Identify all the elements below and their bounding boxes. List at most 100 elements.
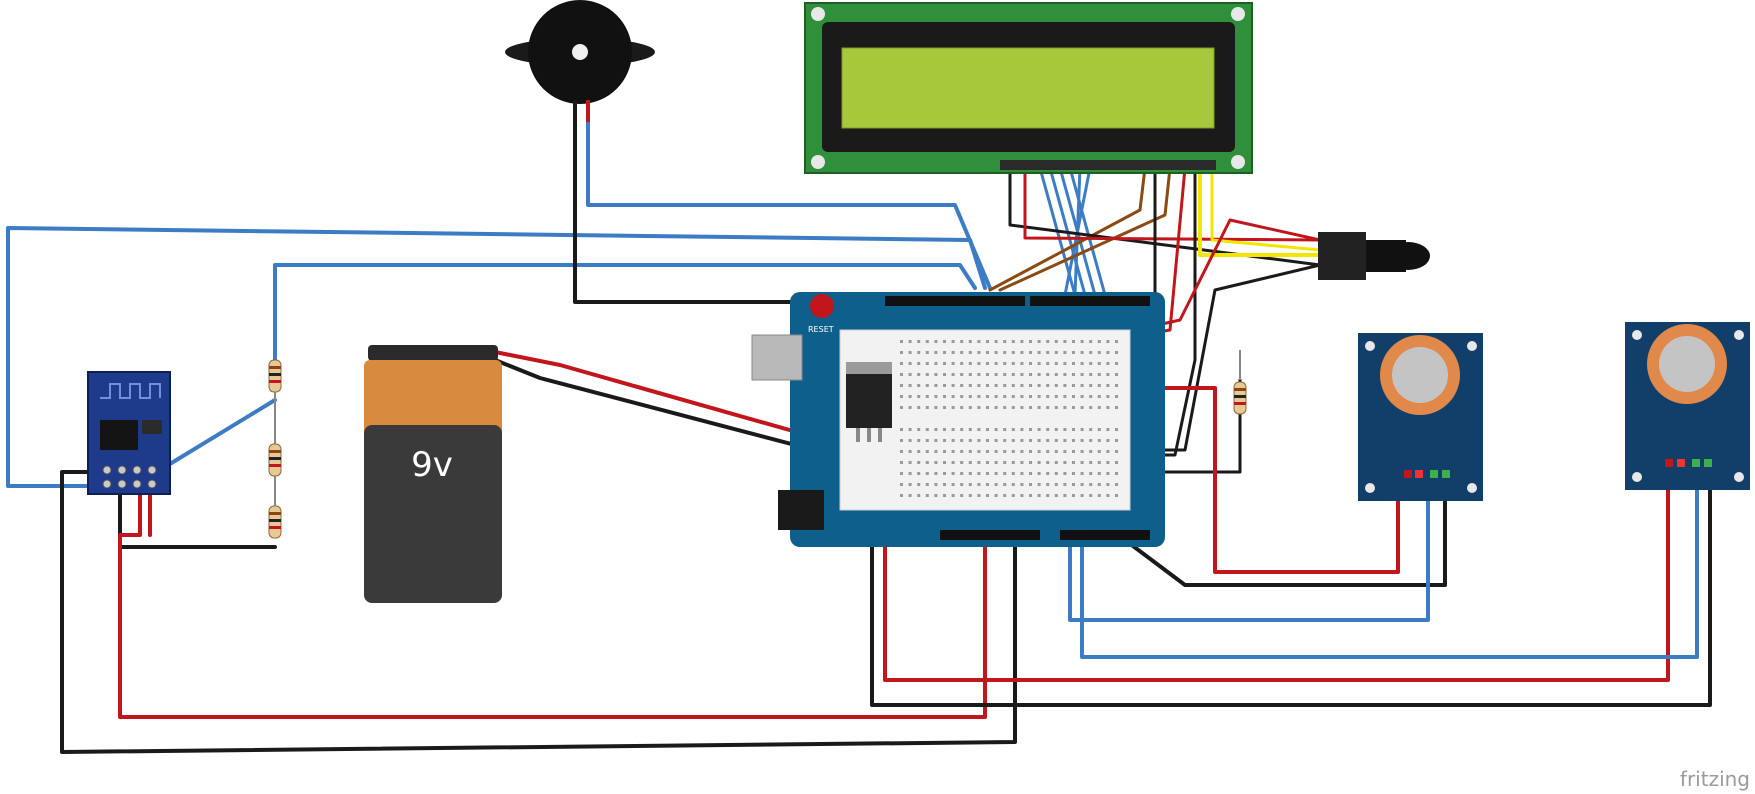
breadboard-hole	[1072, 461, 1075, 464]
breadboard-hole	[1020, 395, 1024, 398]
breadboard-hole	[1020, 461, 1024, 464]
breadboard-hole	[1089, 406, 1093, 409]
lcd-pin-header	[1000, 160, 1216, 170]
breadboard-hole	[1011, 373, 1015, 376]
breadboard-hole	[934, 494, 938, 497]
breadboard-hole	[1011, 450, 1015, 453]
battery-9v: 9v	[364, 345, 502, 603]
breadboard-hole	[1072, 439, 1075, 442]
breadboard-hole	[951, 373, 955, 376]
breadboard-hole	[1054, 351, 1058, 354]
breadboard-hole	[934, 395, 938, 398]
breadboard-hole	[1106, 439, 1110, 442]
breadboard-hole	[1003, 461, 1007, 464]
breadboard-hole	[1054, 428, 1058, 431]
breadboard-hole	[1046, 351, 1050, 354]
breadboard-hole	[1037, 483, 1041, 486]
breadboard-hole	[900, 340, 903, 343]
breadboard-hole	[1037, 494, 1041, 497]
breadboard-hole	[986, 373, 989, 376]
breadboard-hole	[986, 384, 989, 387]
breadboard-hole	[1054, 395, 1058, 398]
breadboard-hole	[1020, 384, 1024, 387]
breadboard-hole	[1115, 472, 1118, 475]
breadboard-hole	[1011, 461, 1015, 464]
breadboard-hole	[925, 428, 929, 431]
breadboard-hole	[977, 461, 981, 464]
breadboard-hole	[934, 450, 938, 453]
breadboard-hole	[977, 351, 981, 354]
breadboard-hole	[943, 373, 946, 376]
breadboard-hole	[1037, 340, 1041, 343]
breadboard-hole	[1097, 472, 1101, 475]
breadboard-hole	[925, 406, 929, 409]
esp-flash	[142, 420, 162, 434]
breadboard-hole	[994, 472, 998, 475]
breadboard-hole	[1063, 450, 1067, 453]
breadboard-hole	[1029, 384, 1032, 387]
wire-blue-esp-rx	[158, 398, 277, 472]
breadboard-hole	[1115, 362, 1118, 365]
breadboard-hole	[917, 483, 921, 486]
breadboard-hole	[1115, 461, 1118, 464]
breadboard-hole	[1037, 373, 1041, 376]
breadboard-hole	[1097, 483, 1101, 486]
breadboard-hole	[1097, 450, 1101, 453]
breadboard-hole	[908, 340, 912, 343]
wire-blue-sensor1	[1068, 470, 1430, 622]
breadboard-hole	[917, 373, 921, 376]
breadboard-hole	[908, 472, 912, 475]
breadboard-hole	[1029, 351, 1032, 354]
breadboard-hole	[934, 340, 938, 343]
breadboard-hole	[994, 406, 998, 409]
breadboard-hole	[908, 373, 912, 376]
breadboard-hole	[925, 450, 929, 453]
breadboard-hole	[1063, 461, 1067, 464]
breadboard-hole	[908, 483, 912, 486]
breadboard-hole	[934, 406, 938, 409]
breadboard-hole	[994, 362, 998, 365]
wire-blue-sensor2	[1080, 456, 1699, 659]
breadboard-hole	[1046, 439, 1050, 442]
breadboard-hole	[951, 450, 955, 453]
breadboard-hole	[960, 395, 964, 398]
breadboard-hole	[994, 494, 998, 497]
breadboard-hole	[1080, 340, 1084, 343]
power-jack	[778, 490, 824, 530]
breadboard-hole	[951, 428, 955, 431]
breadboard-hole	[960, 406, 964, 409]
breadboard-hole	[1072, 351, 1075, 354]
breadboard-hole	[1046, 340, 1050, 343]
breadboard-hole	[1011, 472, 1015, 475]
breadboard-hole	[1003, 406, 1007, 409]
breadboard-hole	[1106, 373, 1110, 376]
breadboard-hole	[1011, 406, 1015, 409]
breadboard-hole	[1115, 450, 1118, 453]
breadboard-hole	[943, 406, 946, 409]
breadboard-hole	[925, 373, 929, 376]
breadboard-hole	[960, 439, 964, 442]
breadboard-hole	[934, 461, 938, 464]
breadboard-hole	[1037, 472, 1041, 475]
breadboard-hole	[986, 439, 989, 442]
battery-label: 9v	[411, 445, 453, 485]
breadboard-hole	[1089, 384, 1093, 387]
breadboard-hole	[1029, 494, 1032, 497]
breadboard-hole	[917, 351, 921, 354]
breadboard-hole	[1097, 439, 1101, 442]
breadboard-hole	[1011, 483, 1015, 486]
breadboard-hole	[917, 362, 921, 365]
breadboard-hole	[1054, 450, 1058, 453]
breadboard-hole	[943, 428, 946, 431]
breadboard-hole	[1011, 494, 1015, 497]
breadboard-hole	[1080, 450, 1084, 453]
breadboard-hole	[1011, 439, 1015, 442]
breadboard-hole	[1029, 472, 1032, 475]
breadboard-hole	[900, 384, 903, 387]
breadboard-hole	[1011, 351, 1015, 354]
breadboard-hole	[986, 483, 989, 486]
breadboard-hole	[1003, 362, 1007, 365]
breadboard-hole	[951, 494, 955, 497]
breadboard-hole	[1003, 494, 1007, 497]
